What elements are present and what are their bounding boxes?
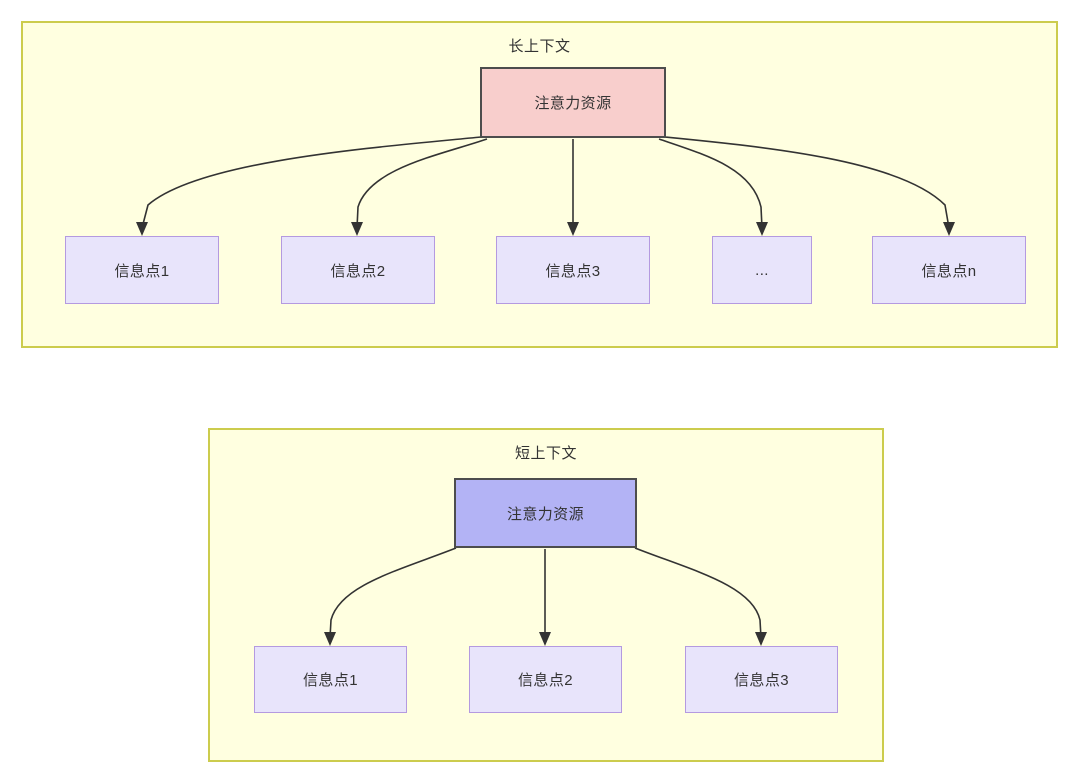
node-label: ...	[755, 261, 769, 279]
node-long-info-point-n[interactable]: 信息点n	[872, 236, 1026, 304]
node-label: 信息点1	[303, 672, 358, 689]
node-label: 信息点2	[330, 262, 386, 280]
node-label: 信息点3	[734, 672, 789, 689]
node-long-info-point-3[interactable]: 信息点3	[496, 236, 650, 304]
node-long-info-point-ellipsis[interactable]: ...	[712, 236, 812, 304]
node-long-info-point-1[interactable]: 信息点1	[65, 236, 219, 304]
node-label: 注意力资源	[534, 95, 612, 112]
node-long-attention-resource[interactable]: 注意力资源	[480, 67, 666, 138]
node-label: 信息点3	[545, 262, 601, 280]
node-label: 信息点1	[114, 262, 170, 280]
node-label: 注意力资源	[506, 505, 584, 523]
node-short-info-point-2[interactable]: 信息点2	[469, 646, 622, 713]
panel-long-context-title: 长上下文	[508, 38, 571, 55]
node-label: 信息点n	[921, 262, 977, 280]
panel-short-context-title: 短上下文	[514, 445, 577, 462]
node-label: 信息点2	[518, 672, 573, 689]
node-short-info-point-1[interactable]: 信息点1	[254, 646, 407, 713]
node-long-info-point-2[interactable]: 信息点2	[281, 236, 435, 304]
node-short-attention-resource[interactable]: 注意力资源	[454, 478, 637, 548]
node-short-info-point-3[interactable]: 信息点3	[685, 646, 838, 713]
